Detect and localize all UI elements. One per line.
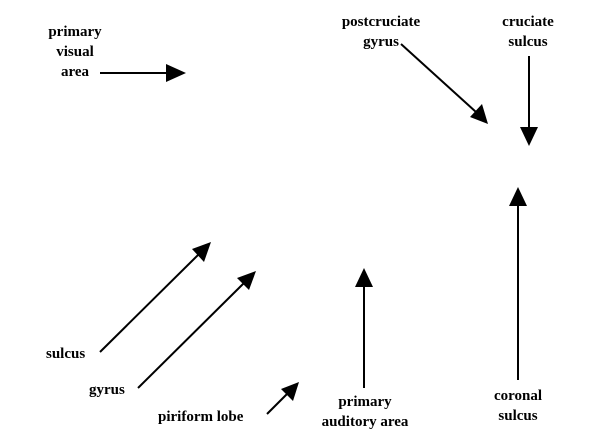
arrowhead-primary-auditory-area	[355, 268, 373, 287]
label-piriform-lobe: piriform lobe	[158, 409, 244, 425]
arrow-piriform-lobe	[266, 392, 289, 415]
arrowhead-cruciate-sulcus	[520, 127, 538, 146]
label-gyrus: gyrus	[89, 382, 125, 398]
arrow-postcruciate-gyrus	[400, 43, 477, 113]
label-primary-auditory-area: primary auditory area	[321, 394, 409, 430]
arrowhead-sulcus	[192, 242, 211, 262]
arrowhead-coronal-sulcus	[509, 187, 527, 206]
arrowhead-primary-visual-area	[166, 64, 186, 82]
label-cruciate-sulcus: cruciate sulcus	[502, 14, 554, 50]
arrow-sulcus	[99, 253, 200, 353]
arrow-gyrus	[137, 282, 245, 389]
arrowhead-piriform-lobe	[281, 382, 299, 401]
arrowhead-postcruciate-gyrus	[470, 104, 488, 124]
label-primary-visual-area: primary visual area	[48, 24, 102, 80]
label-sulcus: sulcus	[46, 346, 86, 362]
arrowhead-gyrus	[237, 271, 256, 290]
label-coronal-sulcus: coronal sulcus	[493, 388, 543, 424]
label-postcruciate-gyrus: postcruciate gyrus	[341, 14, 421, 50]
